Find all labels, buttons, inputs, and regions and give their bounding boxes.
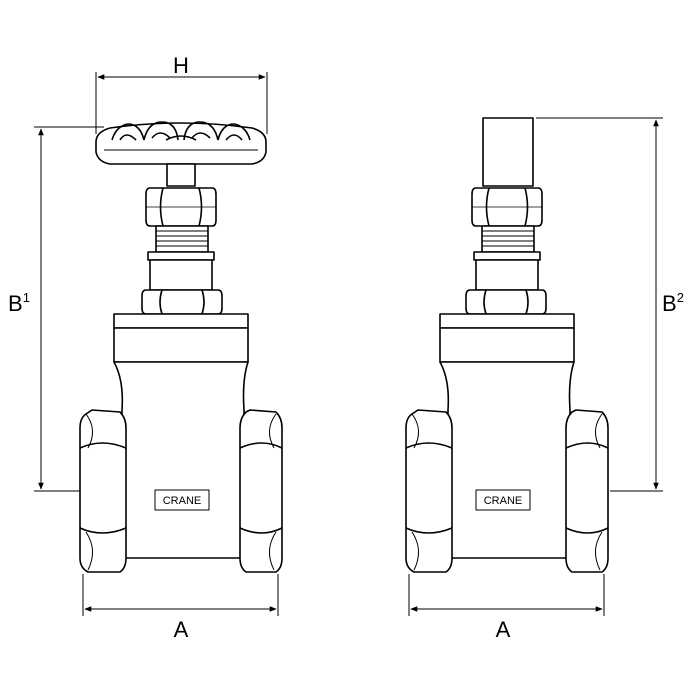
nameplate-left-text: CRANE <box>163 495 202 507</box>
bonnet-flange-right <box>439 313 575 329</box>
lower-hex-nut <box>141 289 223 315</box>
dim-b1-letter: B <box>8 291 23 316</box>
stem-cap <box>482 117 534 187</box>
nameplate-right-text: CRANE <box>484 495 523 507</box>
collar <box>147 251 215 261</box>
dim-b2-sup: 2 <box>677 290 684 305</box>
right-end-hex <box>239 409 283 573</box>
threaded-section-right <box>481 225 535 253</box>
dim-b2-label: B2 <box>662 290 684 316</box>
threaded-section <box>155 225 209 253</box>
bonnet-neck <box>149 259 213 291</box>
bonnet-body-right <box>439 327 575 363</box>
upper-hex-nut <box>145 187 217 227</box>
stem <box>166 163 196 187</box>
dim-h-label: H <box>173 53 189 78</box>
lower-hex-nut-right <box>465 289 547 315</box>
dim-a-right-label: A <box>496 617 511 642</box>
handwheel <box>95 121 267 165</box>
nameplate-left <box>154 489 210 511</box>
upper-hex-nut-right <box>471 187 543 227</box>
bonnet-flange <box>113 313 249 329</box>
dim-a-left-label: A <box>174 617 189 642</box>
left-end-hex <box>79 409 127 573</box>
valve-body-right <box>439 361 575 559</box>
valve-with-handwheel <box>79 121 283 573</box>
valve-body <box>113 361 249 559</box>
dim-b2-letter: B <box>662 291 677 316</box>
right-end-hex-right <box>565 409 609 573</box>
bonnet-neck-right <box>475 259 539 291</box>
left-end-hex-right <box>405 409 453 573</box>
nameplate-right <box>475 489 531 511</box>
collar-right <box>473 251 541 261</box>
bonnet-body <box>113 327 249 363</box>
dim-b1-sup: 1 <box>23 290 30 305</box>
valve-capped <box>405 117 609 573</box>
dim-b1-label: B1 <box>8 290 30 316</box>
